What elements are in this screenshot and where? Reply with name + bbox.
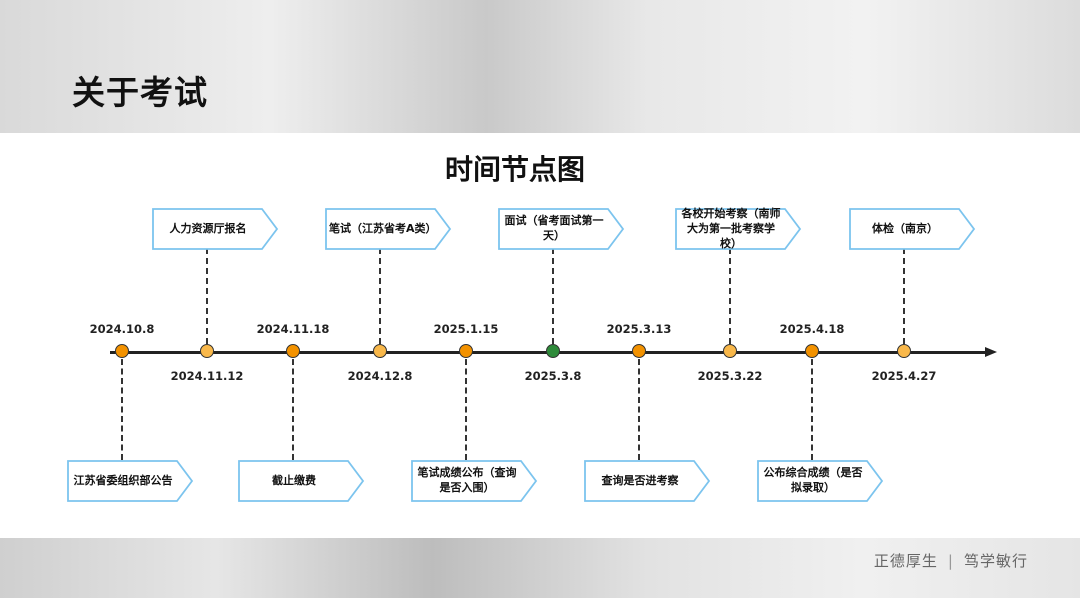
event-date: 2025.4.27 (871, 369, 937, 383)
motto-right: 笃学敏行 (963, 552, 1028, 570)
pentagon-box-shape (849, 208, 976, 250)
event-date: 2024.10.8 (89, 322, 155, 336)
event-label: 查询是否进考察 (601, 473, 679, 487)
pentagon-box-shape (152, 208, 279, 250)
event-date: 2025.3.22 (697, 369, 763, 383)
event-label: 各校开始考察（南师大为第一批考察学校） (681, 206, 781, 250)
footer-motto: 正德厚生 | 笃学敏行 (874, 550, 1028, 571)
arrow-head-icon (985, 347, 997, 357)
timeline-node (546, 344, 560, 358)
event-label: 笔试（江苏省考A类） (329, 221, 437, 235)
event-date: 2025.4.18 (779, 322, 845, 336)
event-date: 2025.3.13 (606, 322, 672, 336)
event-date: 2024.11.12 (170, 369, 244, 383)
connector-line (379, 248, 381, 344)
pentagon-box-shape (675, 208, 802, 250)
event-box: 公布综合成绩（是否拟录取） (757, 460, 884, 502)
event-box: 查询是否进考察 (584, 460, 711, 502)
pentagon-box-shape (757, 460, 884, 502)
event-box: 各校开始考察（南师大为第一批考察学校） (675, 206, 802, 250)
connector-line (465, 359, 467, 460)
event-date: 2025.3.8 (524, 369, 582, 383)
page-title: 关于考试 (72, 73, 208, 112)
event-label: 体检（南京） (872, 221, 938, 235)
pentagon-box-shape (584, 460, 711, 502)
event-label: 笔试成绩公布（查询是否入围） (417, 466, 517, 494)
connector-line (292, 359, 294, 460)
motto-separator: | (947, 552, 954, 570)
event-label: 公布综合成绩（是否拟录取） (763, 466, 863, 494)
timeline-node (200, 344, 214, 358)
event-box: 截止缴费 (238, 460, 365, 502)
timeline-node (115, 344, 129, 358)
timeline-node (459, 344, 473, 358)
connector-line (206, 248, 208, 344)
timeline-node (723, 344, 737, 358)
footer-background-photo (0, 538, 1080, 598)
event-box: 江苏省委组织部公告 (67, 460, 194, 502)
event-date: 2024.12.8 (347, 369, 413, 383)
event-date: 2025.1.15 (433, 322, 499, 336)
pentagon-box-shape (498, 208, 625, 250)
timeline-node (897, 344, 911, 358)
timeline-node (286, 344, 300, 358)
header-background-photo (0, 0, 1080, 133)
pentagon-box-shape (238, 460, 365, 502)
timeline-node (373, 344, 387, 358)
connector-line (811, 359, 813, 460)
pentagon-box-shape (411, 460, 538, 502)
pentagon-box-shape (67, 460, 194, 502)
motto-left: 正德厚生 (873, 552, 938, 570)
timeline-node (632, 344, 646, 358)
event-box: 体检（南京） (849, 208, 976, 250)
connector-line (121, 359, 123, 460)
event-date: 2024.11.18 (256, 322, 330, 336)
event-box: 笔试（江苏省考A类） (325, 208, 452, 250)
event-box: 笔试成绩公布（查询是否入围） (411, 460, 538, 502)
timeline-node (805, 344, 819, 358)
event-label: 人力资源厅报名 (169, 221, 247, 235)
diagram-title: 时间节点图 (444, 153, 585, 186)
event-box: 人力资源厅报名 (152, 208, 279, 250)
connector-line (729, 248, 731, 344)
event-box: 面试（省考面试第一天） (498, 208, 625, 250)
event-label: 截止缴费 (272, 473, 316, 487)
event-label: 江苏省委组织部公告 (73, 473, 173, 487)
event-label: 面试（省考面试第一天） (504, 214, 604, 242)
connector-line (903, 248, 905, 344)
pentagon-box-shape (325, 208, 452, 250)
connector-line (638, 359, 640, 460)
connector-line (552, 248, 554, 344)
